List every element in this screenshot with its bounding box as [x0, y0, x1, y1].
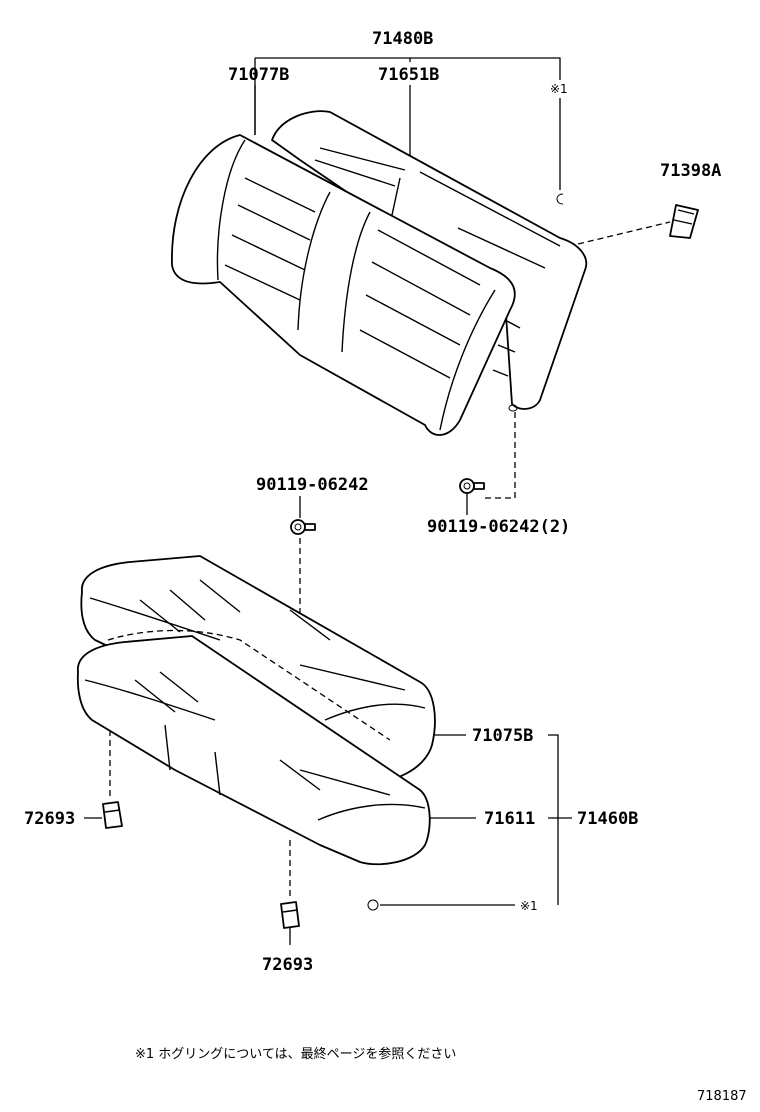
leader-lines — [84, 57, 671, 945]
label-bolt-lower: 90119-06242(2) — [427, 517, 570, 537]
footnote: ※1 ホグリングについては、最終ページを参照ください — [135, 1046, 456, 1062]
seat-cushion-cover — [76, 635, 431, 866]
headrest-support-clip — [669, 204, 699, 239]
label-ref-mark-bottom: ※1 — [520, 899, 538, 913]
label-clip-left: 72693 — [24, 809, 75, 829]
label-cushion-pad: 71075B — [472, 726, 533, 746]
clip-left — [102, 801, 123, 829]
diagram-id: 718187 — [697, 1089, 747, 1104]
label-back-cover: 71651B — [378, 65, 439, 85]
label-cushion-assy: 71460B — [577, 809, 638, 829]
label-back-pad: 71077B — [228, 65, 289, 85]
hog-ring-top — [556, 193, 564, 205]
label-headrest-support: 71398A — [660, 161, 721, 181]
label-cushion-cover: 71611 — [484, 809, 535, 829]
bolt-cushion — [290, 519, 316, 535]
label-ref-mark-top: ※1 — [550, 82, 568, 96]
clip-bottom — [280, 901, 300, 929]
bolt-back — [459, 478, 485, 494]
label-clip-bottom: 72693 — [262, 955, 313, 975]
seat-back-pad — [271, 110, 588, 412]
label-bolt-upper: 90119-06242 — [256, 475, 369, 495]
label-back-assy: 71480B — [372, 29, 433, 49]
seat-back-cover — [171, 134, 516, 436]
seat-cushion-pad — [80, 555, 436, 782]
